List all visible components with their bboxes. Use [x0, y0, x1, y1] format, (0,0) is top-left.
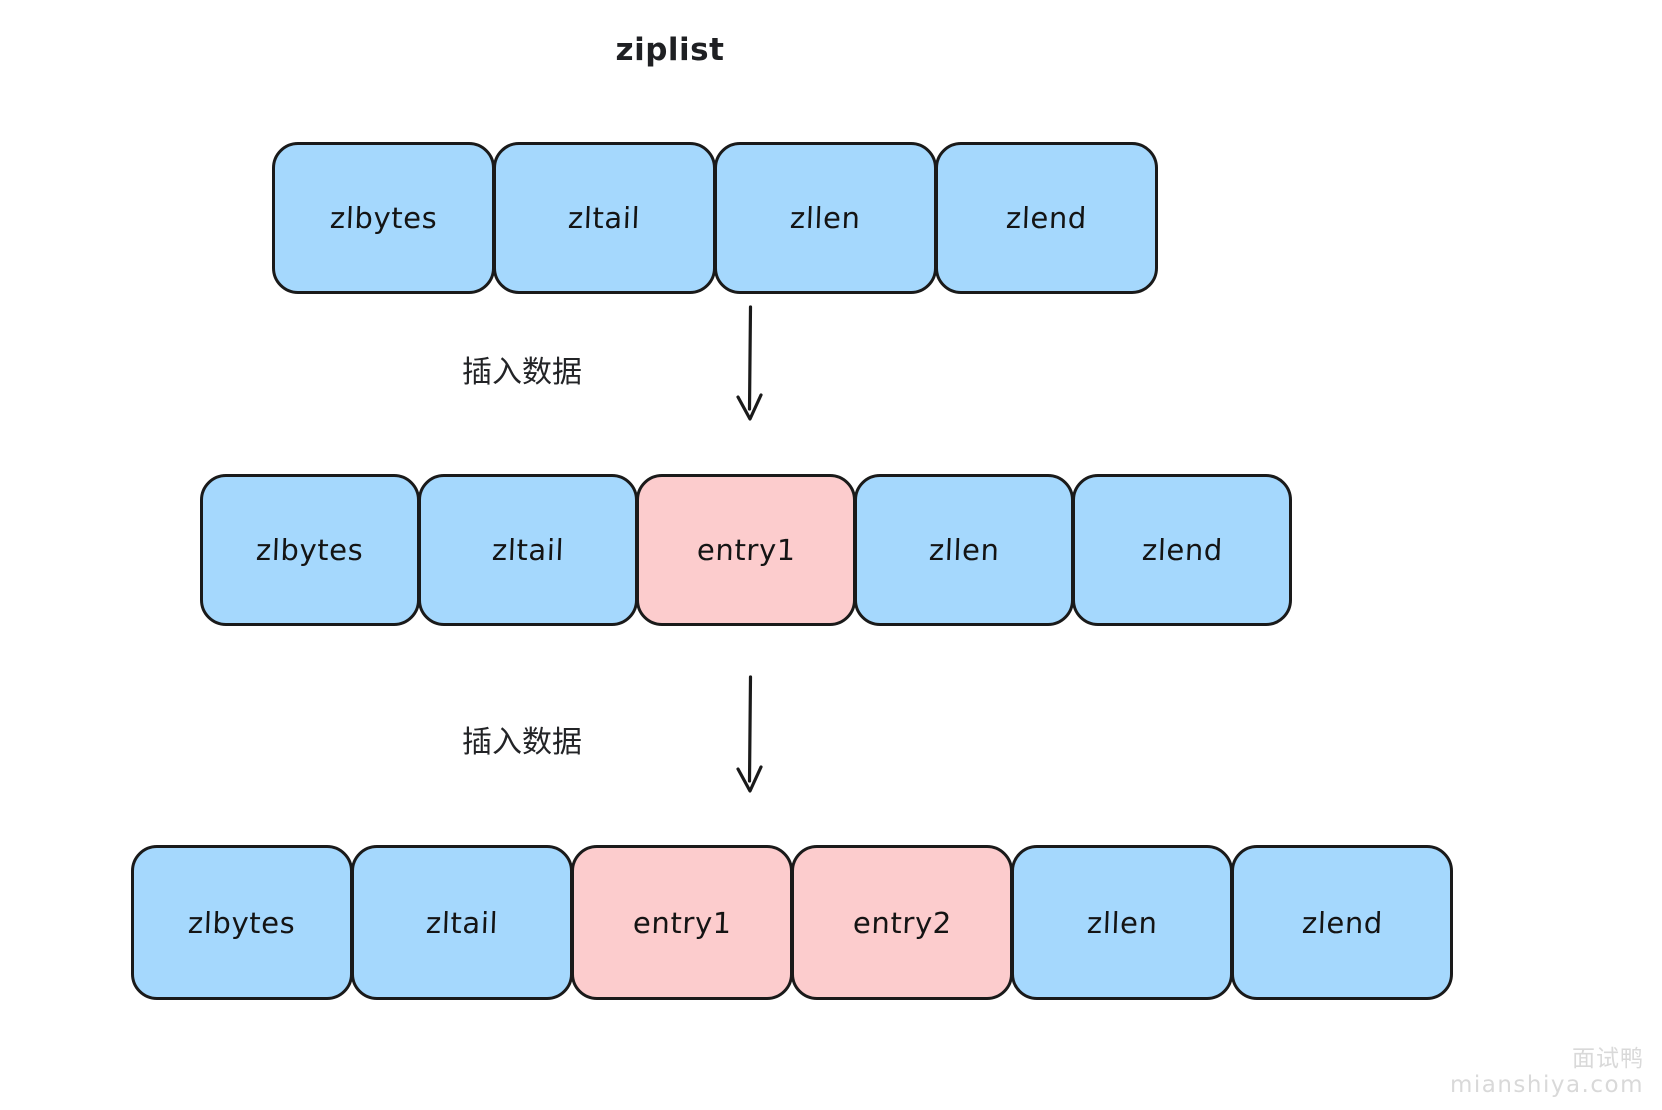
cell-label: entry1 — [696, 533, 796, 567]
ziplist-row-after-first-insert: zlbytes zltail entry1 zllen zlend — [200, 474, 1292, 626]
arrow-down-icon — [736, 305, 763, 421]
cell-label: zlend — [1140, 533, 1224, 567]
ziplist-cell-zlbytes: zlbytes — [272, 142, 495, 294]
ziplist-cell-zllen: zllen — [1011, 845, 1233, 1000]
cell-label: zltail — [567, 201, 642, 235]
ziplist-row-after-second-insert: zlbytes zltail entry1 entry2 zllen zlend — [131, 845, 1453, 1000]
cell-label: zlend — [1300, 905, 1384, 940]
ziplist-cell-entry1: entry1 — [636, 474, 856, 626]
cell-label: entry1 — [632, 905, 732, 940]
ziplist-cell-zlend: zlend — [1231, 845, 1453, 1000]
cell-label: zllen — [1086, 905, 1158, 940]
cell-label: zllen — [928, 533, 1000, 567]
ziplist-cell-entry1: entry1 — [571, 845, 793, 1000]
ziplist-cell-zllen: zllen — [714, 142, 937, 294]
ziplist-cell-zltail: zltail — [351, 845, 573, 1000]
arrow-label: 插入数据 — [462, 355, 582, 390]
ziplist-cell-zlbytes: zlbytes — [131, 845, 353, 1000]
ziplist-row-initial: zlbytes zltail zllen zlend — [272, 142, 1158, 294]
cell-label: zltail — [491, 533, 565, 567]
watermark-url: mianshiya.com — [1449, 1072, 1644, 1099]
ziplist-cell-zltail: zltail — [418, 474, 638, 626]
ziplist-cell-zlend: zlend — [935, 142, 1158, 294]
cell-label: zlbytes — [255, 533, 365, 567]
arrow-down-icon — [736, 675, 763, 793]
cell-label: entry2 — [852, 905, 952, 940]
cell-label: zlbytes — [329, 201, 438, 235]
ziplist-cell-zllen: zllen — [854, 474, 1074, 626]
watermark: 面试鸭 mianshiya.com — [1449, 1046, 1644, 1100]
watermark-brand: 面试鸭 — [1572, 1046, 1644, 1073]
arrow-label: 插入数据 — [462, 725, 582, 760]
cell-label: zllen — [789, 201, 862, 235]
ziplist-cell-entry2: entry2 — [791, 845, 1013, 1000]
ziplist-cell-zlend: zlend — [1072, 474, 1292, 626]
page-title: ziplist — [615, 32, 725, 68]
cell-label: zlend — [1005, 201, 1088, 235]
ziplist-cell-zlbytes: zlbytes — [200, 474, 420, 626]
cell-label: zlbytes — [187, 905, 297, 940]
cell-label: zltail — [425, 905, 499, 940]
ziplist-cell-zltail: zltail — [493, 142, 716, 294]
